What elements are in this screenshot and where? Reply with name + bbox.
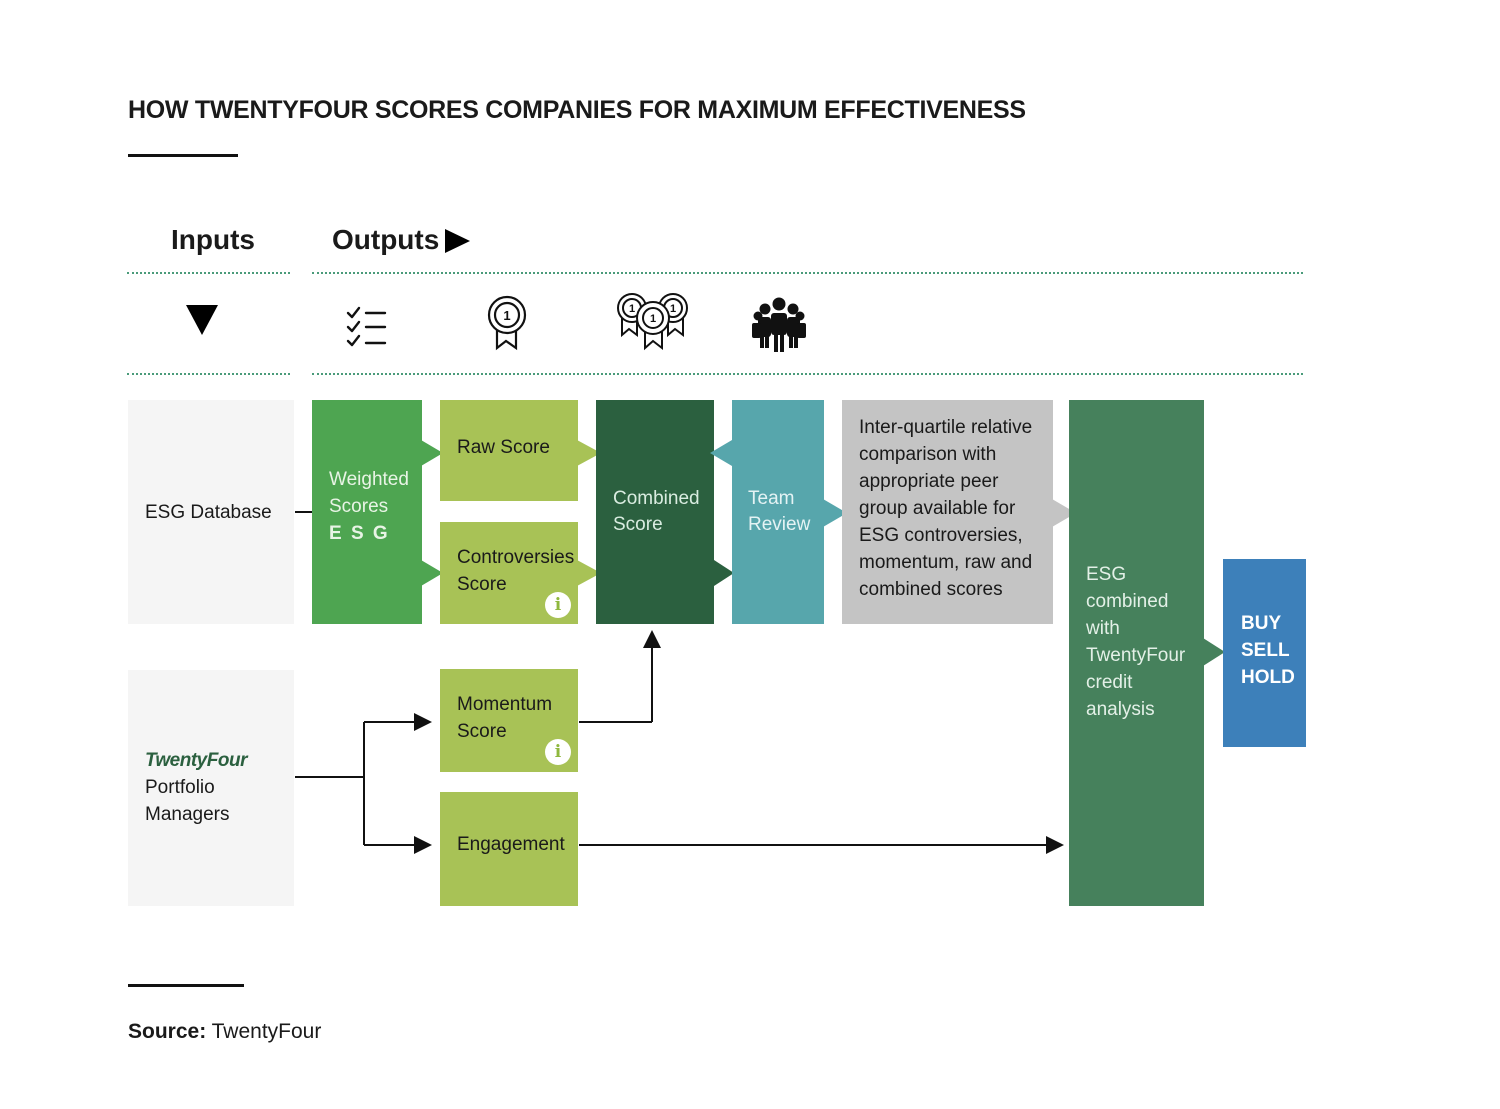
esg-letters: E S G xyxy=(329,523,390,544)
light-green-pointers xyxy=(577,440,601,586)
inter-quartile-line: momentum, raw and xyxy=(859,552,1033,573)
weighted-scores-box: Weighted Scores E S G xyxy=(312,400,422,624)
svg-text:1: 1 xyxy=(650,313,656,325)
info-icon[interactable]: i xyxy=(545,592,571,618)
momentum-score-label: Score xyxy=(457,721,507,742)
inputs-divider-top xyxy=(127,272,290,274)
weighted-pointers xyxy=(421,440,443,586)
combined-label: Combined xyxy=(613,488,700,509)
portfolio-managers-box: TwentyFour Portfolio Managers xyxy=(128,670,294,906)
svg-text:1: 1 xyxy=(503,308,510,323)
medals-icon: 1 1 1 xyxy=(617,293,688,351)
esg-combined-line: with xyxy=(1086,618,1120,639)
esg-combined-line: TwentyFour xyxy=(1086,645,1186,666)
review-label: Review xyxy=(748,514,811,535)
buy-sell-hold-box: BUY SELL HOLD xyxy=(1223,559,1306,747)
inputs-divider-bottom xyxy=(127,373,290,375)
inter-quartile-line: combined scores xyxy=(859,579,1003,600)
team-icon xyxy=(752,297,806,352)
managers-label: Managers xyxy=(145,804,230,825)
title-underline xyxy=(128,154,238,157)
raw-score-box: Raw Score xyxy=(440,400,578,501)
inter-quartile-line: comparison with xyxy=(859,444,997,465)
esg-combined-box: ESG combined with TwentyFour credit anal… xyxy=(1069,400,1204,906)
team-label: Team xyxy=(748,488,795,509)
inputs-header: Inputs xyxy=(171,224,255,255)
esg-combined-line: analysis xyxy=(1086,699,1155,720)
controversies-score-label: Score xyxy=(457,574,507,595)
sell-label: SELL xyxy=(1241,640,1290,661)
inter-quartile-pointer xyxy=(1052,499,1076,527)
controversies-label: Controversies xyxy=(457,547,575,568)
source-label: Source: xyxy=(128,1020,207,1043)
momentum-score-box: Momentum Score i xyxy=(440,669,578,772)
down-triangle-icon xyxy=(186,305,218,335)
esg-database-box: ESG Database xyxy=(128,400,294,624)
esg-combined-text: ESG combined with TwentyFour credit anal… xyxy=(1086,561,1185,723)
inter-quartile-line: appropriate peer xyxy=(859,471,999,492)
momentum-label: Momentum xyxy=(457,694,553,715)
inter-quartile-line: group available for xyxy=(859,498,1016,519)
engagement-box: Engagement xyxy=(440,792,578,906)
checklist-icon xyxy=(346,306,387,347)
portfolio-label: Portfolio xyxy=(145,777,215,798)
combined-score-label: Score xyxy=(613,514,663,535)
source-note: Source: TwentyFour xyxy=(128,1020,321,1044)
twentyfour-brand: TwentyFour xyxy=(145,750,247,771)
source-value: TwentyFour xyxy=(206,1020,322,1043)
buy-label: BUY xyxy=(1241,613,1282,634)
esg-combined-line: combined xyxy=(1086,591,1169,612)
inter-quartile-line: ESG controversies, xyxy=(859,525,1023,546)
raw-score-label: Raw Score xyxy=(457,437,550,458)
svg-text:1: 1 xyxy=(629,303,635,315)
team-review-box: Team Review xyxy=(732,400,824,624)
play-arrow-icon xyxy=(445,229,470,253)
combined-score-box: Combined Score xyxy=(596,400,714,624)
esg-combined-line: ESG xyxy=(1086,564,1127,585)
esg-database-label: ESG Database xyxy=(145,502,272,523)
esg-combined-pointer xyxy=(1203,638,1225,666)
source-rule xyxy=(128,984,244,987)
medal-icon: 1 xyxy=(487,295,527,351)
esg-combined-line: credit xyxy=(1086,672,1133,693)
hold-label: HOLD xyxy=(1241,667,1295,688)
svg-text:1: 1 xyxy=(670,303,676,315)
inter-quartile-text: Inter-quartile relative comparison with … xyxy=(859,414,1032,603)
team-review-pointer xyxy=(823,499,847,527)
page-title: HOW TWENTYFOUR SCORES COMPANIES FOR MAXI… xyxy=(128,96,1026,124)
engagement-label: Engagement xyxy=(457,834,565,855)
weighted-label: Weighted xyxy=(329,469,409,490)
scores-label: Scores xyxy=(329,496,389,517)
combined-pointers xyxy=(710,440,734,586)
outputs-header: Outputs xyxy=(332,224,440,255)
outputs-divider-top xyxy=(312,272,1303,274)
inter-quartile-box: Inter-quartile relative comparison with … xyxy=(842,400,1053,624)
inter-quartile-line: Inter-quartile relative xyxy=(859,417,1033,438)
outputs-divider-bottom xyxy=(312,373,1303,375)
info-icon[interactable]: i xyxy=(545,739,571,765)
controversies-score-box: Controversies Score i xyxy=(440,522,578,624)
